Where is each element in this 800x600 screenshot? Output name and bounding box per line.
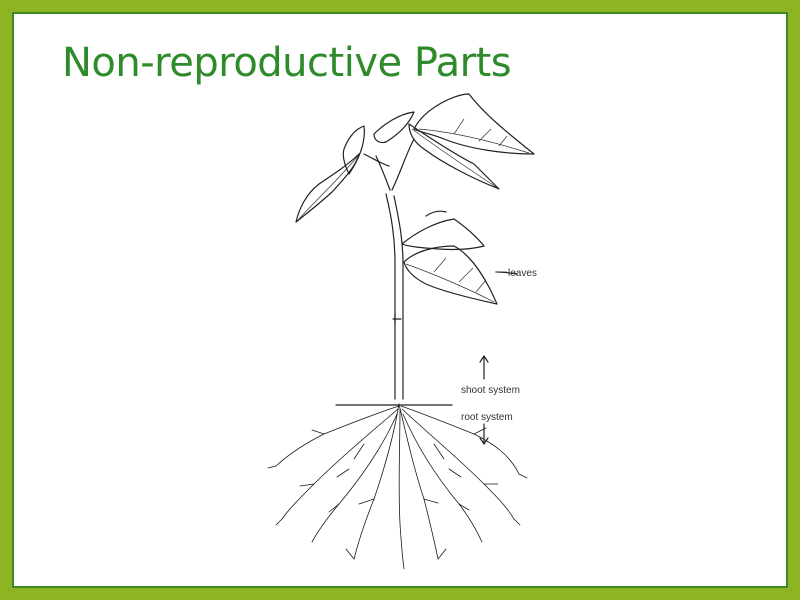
slide-title: Non-reproductive Parts (62, 40, 512, 86)
plant-stem (375, 138, 415, 400)
root-system (267, 403, 528, 570)
shoot-arrow-icon (479, 355, 489, 380)
slide-content: Non-reproductive Parts (12, 12, 788, 588)
labels: leaves shoot system root system (461, 268, 537, 445)
upper-leaves (295, 93, 535, 223)
label-shoot-system: shoot system (461, 385, 520, 396)
root-arrow-icon (479, 423, 489, 445)
label-root-system: root system (461, 412, 513, 423)
label-leaves: leaves (508, 268, 537, 279)
plant-diagram: leaves shoot system root system (267, 93, 537, 570)
lower-leaves (401, 210, 518, 305)
